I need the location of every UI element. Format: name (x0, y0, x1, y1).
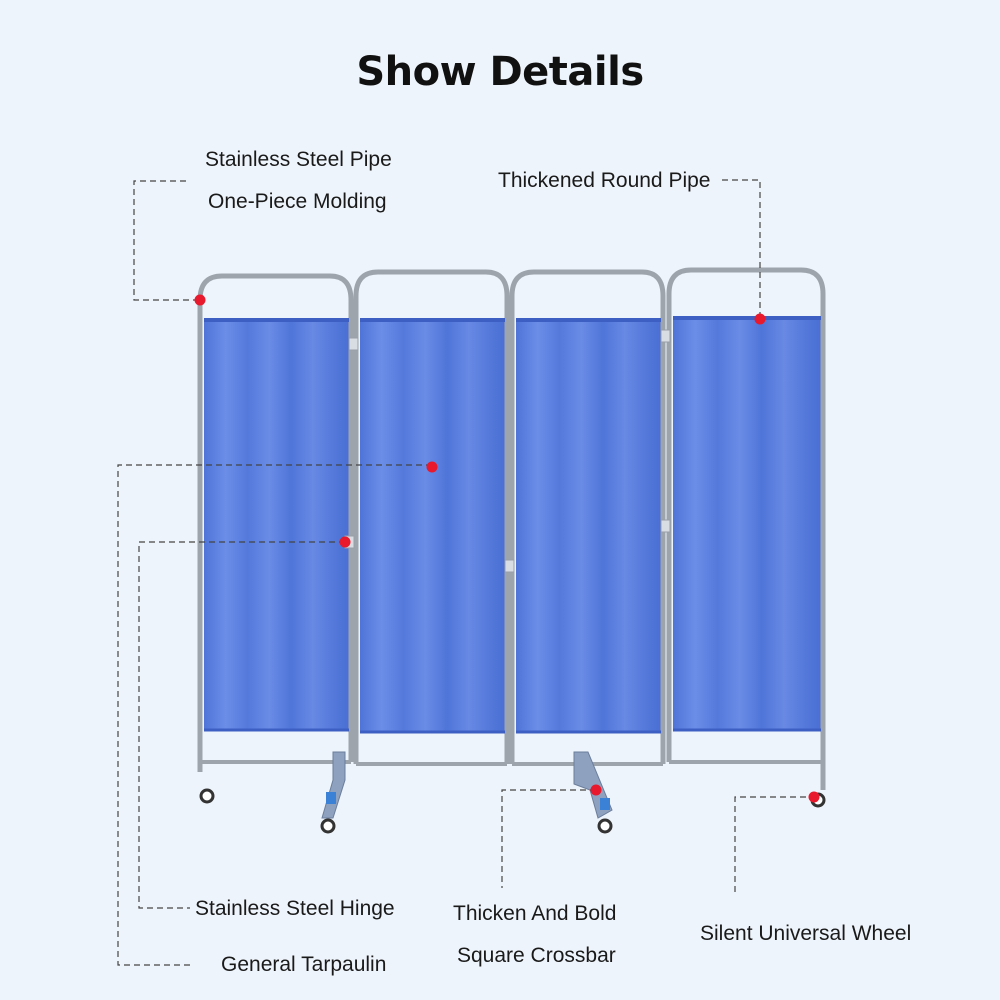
callout-wheel: Silent Universal Wheel (700, 922, 912, 945)
universal-wheel (199, 788, 215, 804)
crossbar-label (326, 792, 336, 804)
screen-panel-1 (197, 273, 354, 772)
hinge (504, 559, 515, 573)
callout-round-pipe: Thickened Round Pipe (498, 169, 711, 192)
caster-wheel (597, 818, 613, 834)
leader-line-hinge (138, 541, 345, 909)
screen-panel-4 (666, 267, 826, 790)
callout-tarpaulin: General Tarpaulin (221, 953, 387, 976)
steel-frame (509, 269, 666, 764)
page-title: Show Details (356, 49, 644, 95)
callout-crossbar-line1: Thicken And Bold (453, 902, 617, 925)
marker-tarpaulin (426, 461, 438, 473)
leader-line-round-pipe (722, 179, 761, 318)
leader-line-wheel (734, 796, 816, 895)
screen-panel-2 (353, 269, 510, 766)
hinge (348, 337, 359, 351)
square-crossbar-left (320, 751, 346, 834)
marker-pipe (194, 294, 206, 306)
crossbar-label (600, 798, 610, 810)
callout-markers (194, 294, 820, 803)
marker-round-pipe (754, 313, 766, 325)
curtain-fabric (360, 318, 505, 732)
steel-frame (353, 269, 510, 764)
curtain-fabric (516, 318, 661, 732)
callout-pipe-line1: Stainless Steel Pipe (205, 148, 392, 171)
leader-line-crossbar (501, 789, 596, 888)
marker-wheel (808, 791, 820, 803)
leader-line-pipe (133, 180, 200, 301)
steel-frame (197, 273, 354, 772)
leader-line-tarpaulin (117, 464, 432, 966)
marker-crossbar (590, 784, 602, 796)
marker-hinge (339, 536, 351, 548)
square-crossbar-right (573, 751, 613, 834)
steel-frame (666, 267, 826, 790)
leader-lines (117, 179, 816, 966)
hinge (660, 329, 671, 343)
callout-pipe-line2: One-Piece Molding (208, 190, 387, 213)
curtain-fabric (673, 316, 821, 730)
hinge (660, 519, 671, 533)
curtain-fabric (204, 318, 349, 730)
caster-wheel (320, 818, 336, 834)
callout-hinge: Stainless Steel Hinge (195, 897, 395, 920)
callout-crossbar-line2: Square Crossbar (457, 944, 616, 967)
screen-panel-3 (509, 269, 666, 766)
